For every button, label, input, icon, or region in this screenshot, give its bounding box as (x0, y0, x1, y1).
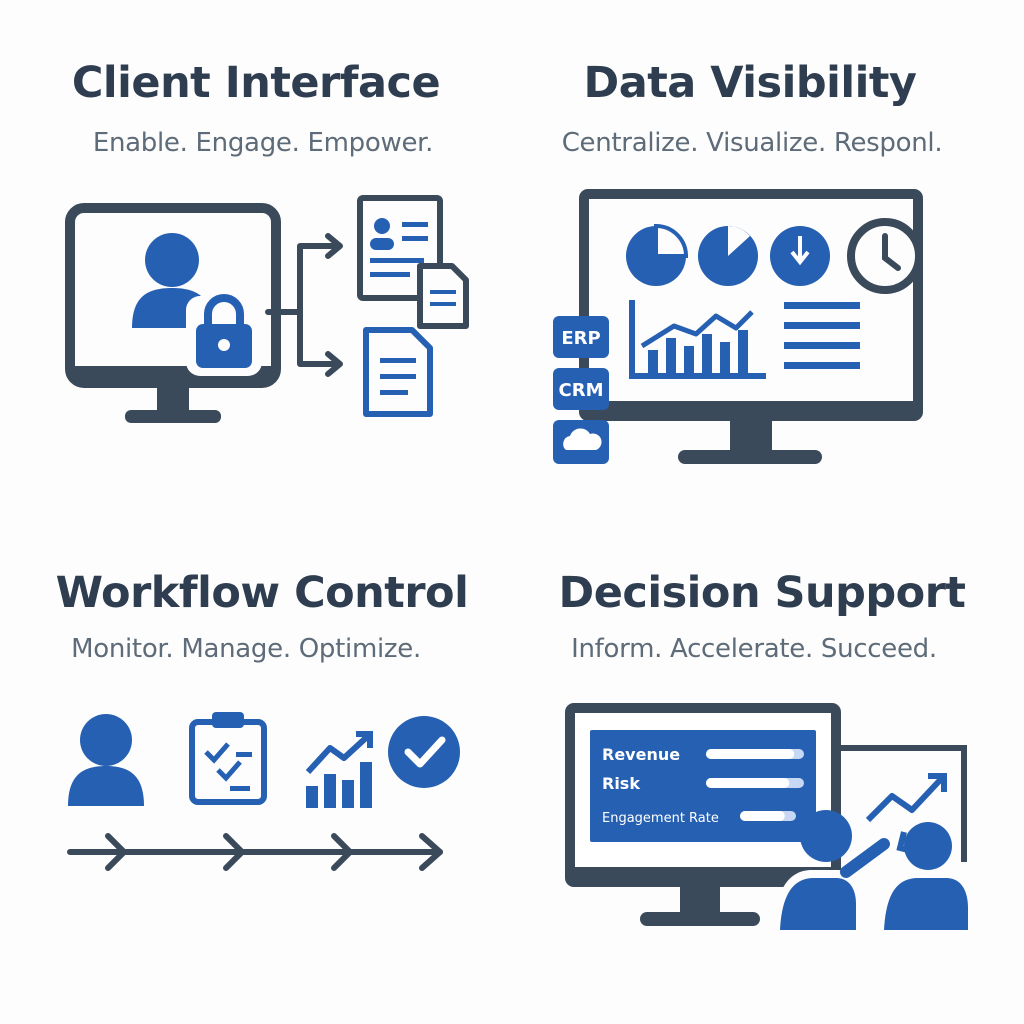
metric-label-risk: Risk (602, 774, 640, 793)
timeline-arrow-icon (67, 833, 443, 871)
lock-icon (186, 294, 262, 376)
data-visibility-illustration: ERP CRM (553, 189, 923, 464)
metric-bar-risk (706, 778, 790, 788)
checkmark-icon (388, 716, 460, 788)
monitor-icon (579, 189, 923, 464)
metric-risk: Risk (602, 774, 804, 793)
client-interface-tagline: Enable. Engage. Empower. (92, 128, 434, 158)
user-icon (68, 714, 144, 806)
trend-chart-icon (840, 745, 967, 862)
cloud-icon (553, 420, 609, 464)
clipboard-checklist-icon (189, 712, 267, 805)
decision-support-title: Decision Support (558, 568, 967, 618)
people-discussion-icon (772, 810, 968, 932)
clock-icon (770, 226, 830, 286)
pie-chart-icon (698, 226, 758, 286)
metric-label-engagement-rate: Engagement Rate (602, 811, 719, 826)
text-lines-icon (784, 302, 860, 369)
erp-badge-label: ERP (561, 328, 600, 349)
metric-engagement-rate: Engagement Rate (602, 811, 796, 826)
workflow-control-illustration (67, 712, 460, 871)
decision-support-tagline: Inform. Accelerate. Succeed. (571, 634, 937, 664)
data-visibility-title: Data Visibility (583, 58, 917, 108)
document-icon (363, 327, 433, 417)
metric-bar-engagement-rate (740, 811, 785, 821)
decision-support-illustration: Revenue Risk Engagement Rate (565, 703, 968, 932)
metric-label-revenue: Revenue (602, 745, 680, 764)
metric-bar-revenue (706, 749, 795, 759)
erp-badge: ERP (553, 316, 609, 358)
workflow-control-tagline: Monitor. Manage. Optimize. (71, 634, 421, 664)
crm-badge: CRM (553, 368, 609, 410)
pie-chart-icon (626, 223, 689, 286)
document-icon (417, 263, 469, 329)
growth-chart-icon (305, 731, 373, 808)
crm-badge-label: CRM (559, 380, 604, 401)
bar-chart-icon (629, 300, 766, 379)
metric-revenue: Revenue (602, 745, 804, 764)
monitor-icon (65, 203, 281, 423)
arrow-right-icon (265, 233, 343, 377)
workflow-control-title: Workflow Control (55, 568, 469, 618)
clock-icon (847, 218, 923, 294)
client-interface-illustration (65, 195, 469, 423)
client-interface-title: Client Interface (71, 58, 441, 108)
data-visibility-tagline: Centralize. Visualize. Responl. (561, 128, 943, 158)
